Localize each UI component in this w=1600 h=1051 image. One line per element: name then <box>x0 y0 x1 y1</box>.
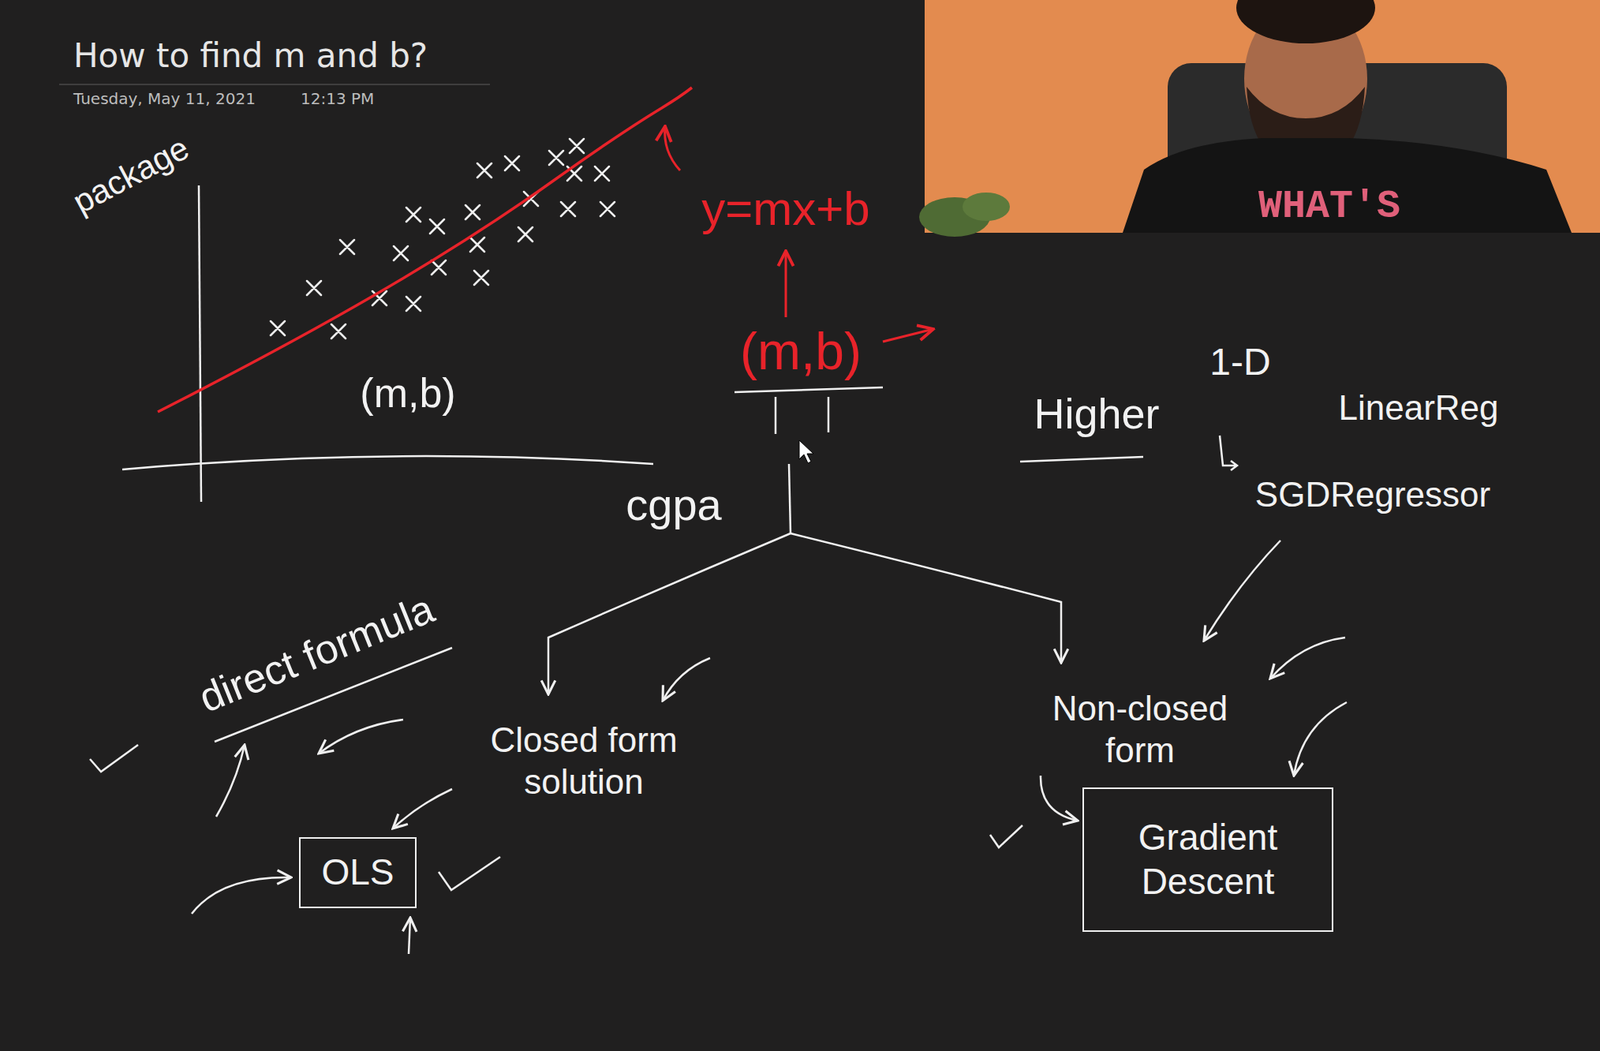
method-box: OLS <box>299 837 417 909</box>
box-text: OLS <box>321 850 394 894</box>
date-text: Tuesday, May 11, 2021 <box>73 89 256 109</box>
pointer-arrow <box>408 917 411 954</box>
pointer-arrow <box>216 744 245 817</box>
axis-label: package <box>66 127 196 222</box>
box-text: Gradient Descent <box>1098 815 1318 903</box>
plant-leaves <box>962 192 1010 221</box>
method-label: direct formula <box>191 583 441 723</box>
pointer-arrow <box>1293 702 1347 776</box>
annotation: LinearReg <box>1338 387 1499 430</box>
hair <box>1236 0 1376 44</box>
y-axis <box>198 185 202 502</box>
shirt <box>1122 138 1572 233</box>
equation: y=mx+b <box>701 180 870 238</box>
annotation: SGDRegressor <box>1255 474 1491 516</box>
pointer-arrow <box>1040 775 1078 821</box>
underline <box>1020 456 1144 462</box>
method-label: Closed form solution <box>469 719 699 804</box>
page-title: How to find m and b? <box>73 36 428 76</box>
hook-arrow <box>1219 435 1238 471</box>
tick-marks <box>775 396 829 434</box>
tree-branch <box>548 533 791 695</box>
annotation: Higher <box>1033 388 1159 440</box>
check-mark <box>438 856 501 890</box>
pointer-arrow <box>662 657 711 701</box>
title-rule <box>59 83 490 86</box>
line-params: (m,b) <box>359 368 456 418</box>
check-mark <box>990 825 1023 848</box>
data-points <box>270 138 615 339</box>
check-mark <box>89 744 139 772</box>
regression-line <box>157 87 692 412</box>
pointer-arrow <box>882 328 934 342</box>
annotation: 1-D <box>1209 339 1271 386</box>
pointer-arrow <box>392 788 453 829</box>
shirt-print: WHAT'S <box>1258 183 1401 231</box>
method-label: Non-closed form <box>1033 687 1247 772</box>
pointer-arrow <box>665 126 681 171</box>
pointer-arrow <box>1270 637 1346 679</box>
mouse-cursor <box>799 440 814 464</box>
pointer-arrow <box>1203 540 1281 641</box>
method-box: Gradient Descent <box>1082 787 1334 932</box>
underline <box>734 387 883 393</box>
pointer-arrow <box>191 877 292 914</box>
line-params: (m,b) <box>740 320 862 383</box>
x-axis <box>122 456 654 470</box>
tree-branch <box>790 533 1062 663</box>
pointer-arrow <box>785 250 788 318</box>
time-text: 12:13 PM <box>300 89 374 109</box>
pointer-arrow <box>318 719 404 754</box>
axis-label: cgpa <box>625 478 722 531</box>
tree-stem <box>788 463 791 534</box>
